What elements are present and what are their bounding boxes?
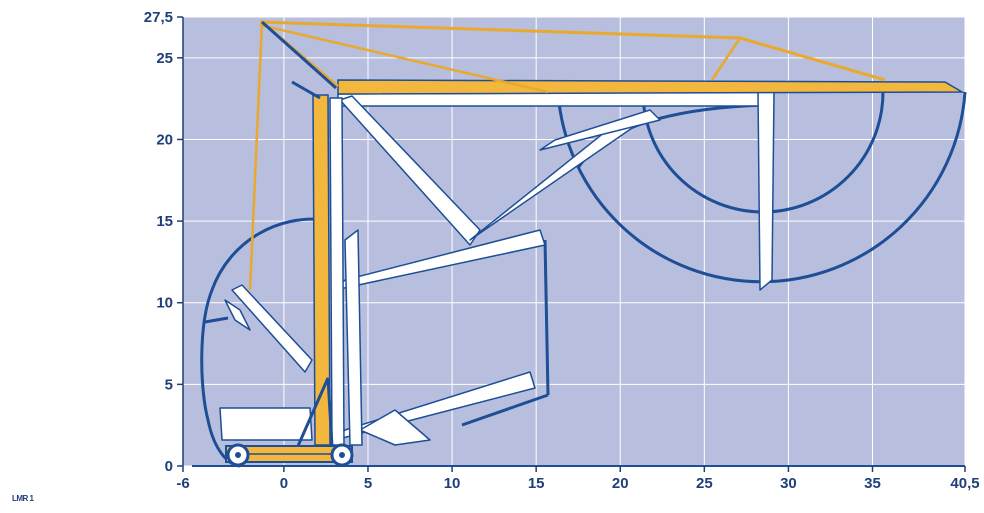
x-tick-label: 40,5 [950,475,979,492]
x-tick-label: 15 [528,475,545,492]
boom-folded-arm [539,109,661,151]
y-axis: 0 5 10 15 20 25 27,5 [144,9,184,475]
envelope-left-bulge [204,316,229,324]
cab-box [219,407,313,441]
counter-boom [291,80,321,100]
boom-low-tip [359,409,431,446]
x-tick-label: -6 [176,475,189,492]
crane-carrier [192,377,965,467]
y-tick-label: 20 [156,131,173,148]
y-tick-label: 25 [156,50,173,67]
tie-bar-lower [259,23,549,94]
x-tick-label: 25 [696,475,713,492]
y-tick-label: 10 [156,295,173,312]
x-tick-label: 35 [864,475,881,492]
tie-bar-strut [710,37,742,81]
x-tick-label: 0 [280,475,288,492]
envelope-right-vertical [543,239,550,396]
x-tick-label: 5 [364,475,372,492]
wheel-front-hub [235,452,241,458]
y-tick-label: 27,5 [144,9,173,26]
jib-vertical-tip [757,91,775,291]
boom-left-diagonal [231,284,313,373]
y-tick-label: 5 [165,376,173,393]
envelope-left-curve [200,217,326,468]
outrigger-brace [296,377,334,447]
y-tick-label: 15 [156,213,173,230]
wheel-rear-hub [339,452,345,458]
x-axis: -6 0 5 10 15 20 25 30 35 40,5 [176,466,980,492]
y-tick-label: 0 [165,458,173,475]
x-tick-label: 30 [780,475,797,492]
mast-white-side [344,229,363,446]
boom-configurations [219,91,775,446]
x-tick-label: 20 [612,475,629,492]
pendant-rope [261,20,337,90]
boom-left-tip [224,299,251,331]
main-jib [337,79,965,95]
mast-white-vertical [329,97,345,446]
envelope-bottom-return [461,393,549,427]
boom-diagonal-upper [339,95,481,246]
crane-main-config [248,19,965,446]
figure-caption: LMR 1 [12,494,34,503]
x-tick-label: 10 [444,475,461,492]
